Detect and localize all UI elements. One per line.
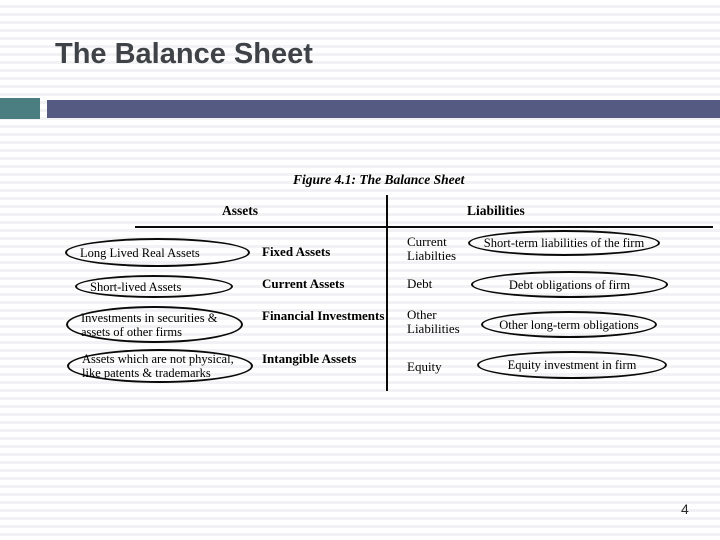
teal-accent-bar <box>0 98 40 119</box>
asset-oval-short-lived-assets: Short-lived Assets <box>75 275 233 298</box>
oval-text: Equity investment in firm <box>507 358 637 372</box>
figure-caption: Figure 4.1: The Balance Sheet <box>293 172 465 187</box>
liability-label-other-liabilities: Other Liabilities <box>407 307 460 337</box>
asset-label-current-assets: Current Assets <box>262 276 345 291</box>
liability-oval-equity-investment: Equity investment in firm <box>477 351 667 379</box>
liability-oval-other-long-term-obligations: Other long-term obligations <box>481 311 657 338</box>
asset-label-fixed-assets: Fixed Assets <box>262 244 331 259</box>
asset-oval-long-lived-real-assets: Long Lived Real Assets <box>65 238 250 267</box>
liability-oval-short-term-liabilities: Short-term liabilities of the firm <box>468 230 660 256</box>
oval-text: Investments in securities & assets of ot… <box>81 310 218 339</box>
oval-text: Long Lived Real Assets <box>80 245 200 260</box>
header-rule-line <box>135 226 713 228</box>
center-divider-line <box>386 195 388 391</box>
liability-oval-debt-obligations: Debt obligations of firm <box>471 271 668 298</box>
oval-text: Short-lived Assets <box>90 279 182 294</box>
liabilities-column-header: Liabilities <box>467 203 525 218</box>
oval-text: Short-term liabilities of the firm <box>483 236 645 250</box>
liability-label-current-liabilities: Current Liabilties <box>407 234 457 264</box>
slide-title: The Balance Sheet <box>55 38 313 70</box>
asset-oval-non-physical-assets: Assets which are not physical, like pate… <box>67 349 253 383</box>
oval-text: Debt obligations of firm <box>508 277 631 292</box>
purple-accent-bar <box>47 100 720 118</box>
oval-text: Assets which are not physical, like pate… <box>82 352 234 380</box>
liability-label-equity: Equity <box>407 359 442 374</box>
asset-label-intangible-assets: Intangible Assets <box>262 351 357 366</box>
page-number: 4 <box>681 501 689 517</box>
asset-oval-investments-in-securities: Investments in securities & assets of ot… <box>66 306 243 343</box>
liability-label-debt: Debt <box>407 276 433 291</box>
asset-label-financial-investments: Financial Investments <box>262 308 385 323</box>
assets-column-header: Assets <box>222 203 258 218</box>
oval-text: Other long-term obligations <box>499 317 639 332</box>
